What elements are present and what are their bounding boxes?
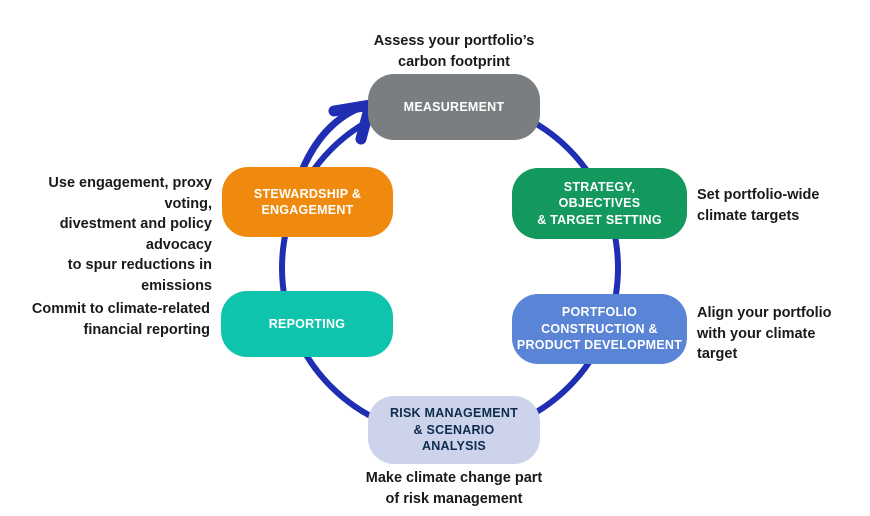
annotation-reporting: Commit to climate-related financial repo…	[31, 301, 210, 338]
annotation-portfolio: Align your portfolio with your climate t…	[697, 305, 832, 363]
stage-portfolio-box: PORTFOLIO CONSTRUCTION & PRODUCT DEVELOP…	[512, 294, 687, 364]
annotation-strategy: Set portfolio-wide climate targets	[697, 187, 820, 224]
stage-stewardship-label: STEWARDSHIP & ENGAGEMENT	[253, 186, 362, 218]
stage-risk-label: RISK MANAGEMENT & SCENARIO ANALYSIS	[389, 406, 519, 454]
annotation-risk: Make climate change part of risk managem…	[365, 470, 543, 507]
stage-strategy-label: STRATEGY, OBJECTIVES & TARGET SETTING	[537, 179, 662, 227]
stage-portfolio-label: PORTFOLIO CONSTRUCTION & PRODUCT DEVELOP…	[516, 305, 683, 353]
annotation-measurement: Assess your portfolio’s carbon footprint	[373, 33, 535, 70]
stage-stewardship-box: STEWARDSHIP & ENGAGEMENT	[222, 167, 393, 237]
stage-measurement-box: MEASUREMENT	[368, 74, 540, 140]
stage-reporting-label: REPORTING	[268, 316, 346, 331]
stage-strategy-box: STRATEGY, OBJECTIVES & TARGET SETTING	[512, 168, 687, 239]
stage-measurement-label: MEASUREMENT	[403, 99, 505, 114]
stage-risk-box: RISK MANAGEMENT & SCENARIO ANALYSIS	[368, 396, 540, 464]
stage-reporting-box: REPORTING	[221, 291, 393, 357]
annotation-stewardship: Use engagement, proxy voting, divestment…	[48, 175, 212, 294]
cycle-circle	[279, 97, 621, 439]
